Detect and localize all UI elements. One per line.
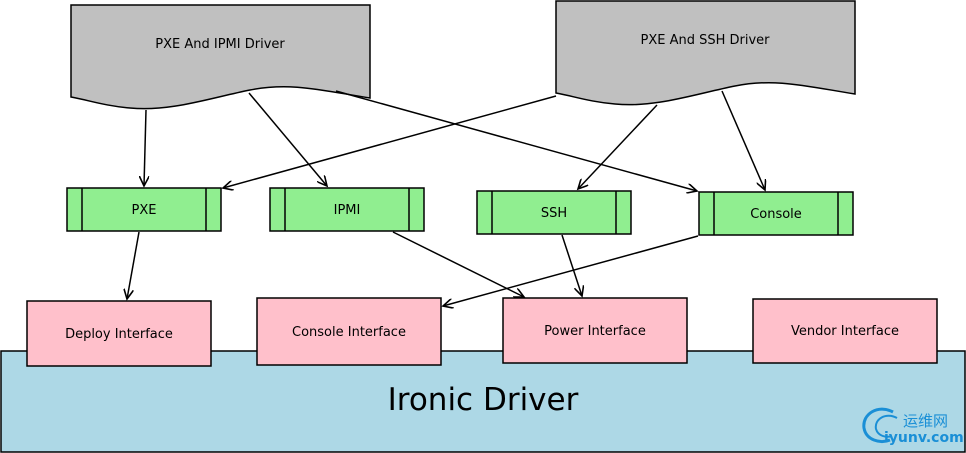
interface-vendor: Vendor Interface: [752, 298, 938, 364]
module-console-label: Console: [750, 207, 802, 222]
watermark-swirl-icon: [862, 407, 898, 443]
interface-console: Console Interface: [256, 297, 442, 366]
driver-pxe-ssh: PXE And SSH Driver: [555, 0, 856, 106]
module-ipmi-label: IPMI: [334, 203, 361, 218]
connectors: [127, 90, 765, 306]
interface-deploy-label: Deploy Interface: [65, 327, 173, 342]
arrow-ipmi-to-power: [392, 231, 524, 297]
driver-pxe-ssh-label: PXE And SSH Driver: [640, 33, 770, 48]
interface-vendor-label: Vendor Interface: [791, 324, 899, 339]
arrow-pxe-ipmi-driver-to-console: [335, 90, 697, 191]
ironic-driver-base: Ironic Driver: [0, 350, 966, 453]
driver-pxe-ipmi: PXE And IPMI Driver: [70, 4, 371, 110]
interface-deploy: Deploy Interface: [26, 300, 212, 367]
watermark: 运维网 iyunv.com: [862, 407, 964, 446]
arrow-pxe-ipmi-driver-to-ipmi: [248, 92, 327, 186]
arrow-ssh-to-power: [561, 234, 582, 296]
arrow-pxe-to-deploy: [127, 231, 140, 299]
arrow-pxe-ssh-driver-to-pxe: [223, 95, 557, 188]
driver-pxe-ipmi-label: PXE And IPMI Driver: [155, 37, 285, 52]
module-pxe: PXE: [66, 187, 222, 232]
watermark-domain: iyunv.com: [884, 430, 964, 446]
module-ipmi: IPMI: [269, 187, 425, 232]
ironic-driver-label: Ironic Driver: [388, 382, 579, 418]
interface-console-label: Console Interface: [292, 325, 406, 340]
arrow-pxe-ssh-driver-to-console: [721, 90, 765, 190]
module-ssh: SSH: [476, 190, 632, 235]
interface-power: Power Interface: [502, 297, 688, 364]
arrow-pxe-ipmi-driver-to-pxe: [144, 109, 146, 186]
watermark-cn: 运维网: [903, 412, 948, 430]
arrow-pxe-ssh-driver-to-ssh: [578, 104, 658, 189]
arrow-console-to-console-interface: [443, 235, 699, 306]
module-ssh-label: SSH: [541, 206, 567, 221]
module-pxe-label: PXE: [132, 203, 157, 218]
module-console: Console: [698, 191, 854, 236]
interface-power-label: Power Interface: [544, 324, 646, 339]
